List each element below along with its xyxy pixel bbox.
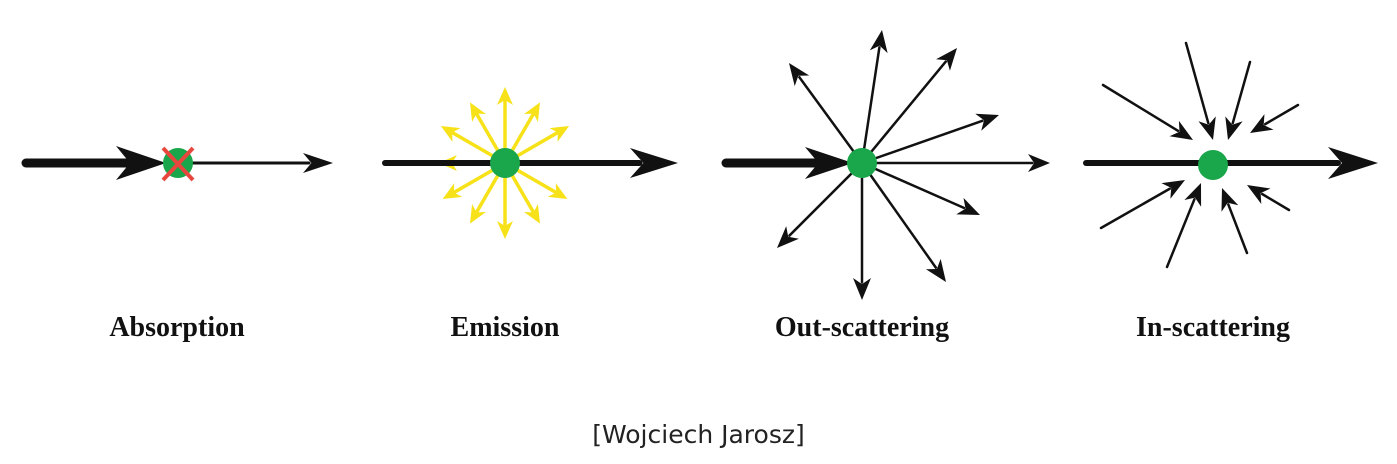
out-scattering-ray — [860, 30, 888, 165]
absorption-outgoing-arrow-shape — [178, 153, 333, 173]
out-scattering-ray — [860, 154, 1050, 172]
panel-out-scattering: Out-scattering — [721, 30, 1050, 343]
out-scattering-ray — [853, 161, 871, 300]
out-scattering-ray — [860, 48, 957, 165]
panel-label-absorption: Absorption — [109, 312, 245, 343]
emission-particle — [490, 148, 520, 178]
in-scattering-main-arrow-shape — [1083, 147, 1378, 179]
out-scattering-ray — [860, 161, 980, 215]
in-scattering-ray — [1221, 188, 1249, 255]
in-scattering-ray — [1250, 103, 1300, 133]
panel-label-emission: Emission — [451, 312, 560, 343]
out-scattering-rays — [777, 30, 1050, 300]
panel-label-out-scattering: Out-scattering — [775, 312, 949, 343]
panel-label-in-scattering: In-scattering — [1136, 312, 1290, 343]
absorption-incoming-arrow — [21, 146, 166, 180]
in-scattering-particle — [1198, 150, 1228, 180]
emission-main-arrow-shape — [382, 148, 678, 178]
emission-main-arrow — [382, 148, 678, 178]
out-scattering-ray — [860, 161, 946, 282]
in-scattering-main-arrow — [1083, 147, 1378, 179]
out-scattering-ray — [777, 161, 864, 248]
panel-emission: Emission — [382, 87, 678, 343]
out-scattering-incoming-arrow — [721, 147, 853, 179]
in-scattering-ray — [1184, 41, 1216, 140]
cross-stroke-b — [161, 146, 195, 182]
absorption-cross-mark — [161, 146, 195, 182]
image-credit: [Wojciech Jarosz] — [592, 420, 805, 449]
out-scattering-incoming-arrow-shape — [721, 147, 853, 179]
out-scattering-particle — [847, 148, 877, 178]
absorption-incoming-arrow-shape — [21, 146, 166, 180]
out-scattering-ray — [789, 63, 864, 165]
panel-in-scattering: In-scattering — [1083, 41, 1378, 343]
in-scattering-ray — [1165, 183, 1202, 269]
out-scattering-ray — [860, 113, 999, 165]
absorption-outgoing-arrow — [178, 153, 333, 173]
panel-absorption: Absorption — [21, 146, 333, 343]
in-scattering-ray — [1101, 83, 1193, 140]
in-scattering-rays — [1099, 41, 1300, 269]
in-scattering-ray — [1247, 185, 1291, 212]
in-scattering-ray — [1099, 180, 1185, 230]
in-scattering-ray — [1225, 60, 1252, 140]
